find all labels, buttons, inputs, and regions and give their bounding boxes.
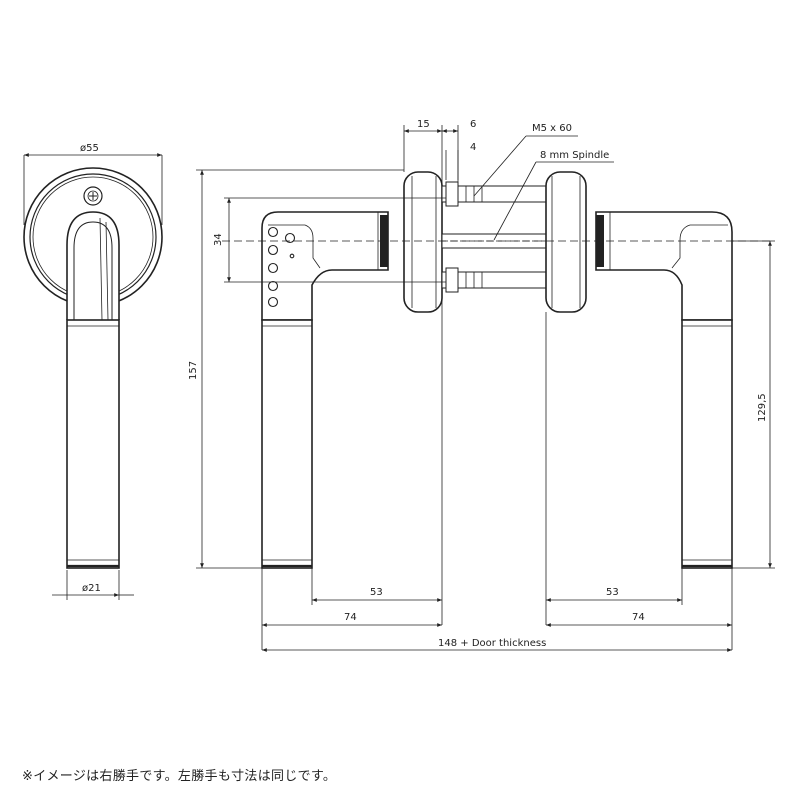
dim-74-right: 74	[632, 612, 645, 623]
dim-129-5: 129,5	[757, 393, 768, 422]
dim-rose-diameter: ø55	[80, 143, 99, 154]
dim-53-right: 53	[606, 587, 619, 598]
dim-34: 34	[213, 233, 224, 246]
dim-157: 157	[188, 361, 199, 380]
dim-spindle: 8 mm Spindle	[540, 150, 609, 161]
dim-gap-6: 6	[470, 119, 476, 130]
right-grip	[681, 319, 733, 569]
dim-gap-4: 4	[470, 142, 476, 153]
keypad-icon	[267, 226, 296, 308]
right-rose	[545, 171, 587, 313]
left-grip	[261, 319, 313, 569]
dim-screw: M5 x 60	[532, 123, 572, 134]
screw-icon	[83, 186, 103, 206]
side-view	[23, 167, 163, 569]
dim-74-left: 74	[344, 612, 357, 623]
left-handle	[261, 211, 389, 569]
side-grip	[66, 319, 120, 569]
left-rose	[403, 171, 443, 313]
dim-grip-diameter: ø21	[82, 583, 101, 594]
footnote: ※イメージは右勝手です。左勝手も寸法は同じです。	[22, 769, 337, 784]
right-handle	[595, 211, 733, 569]
dim-rose-thickness: 15	[417, 119, 430, 130]
dim-53-left: 53	[370, 587, 383, 598]
dim-overall: 148 + Door thickness	[438, 638, 546, 649]
spindle-assembly	[441, 181, 553, 293]
